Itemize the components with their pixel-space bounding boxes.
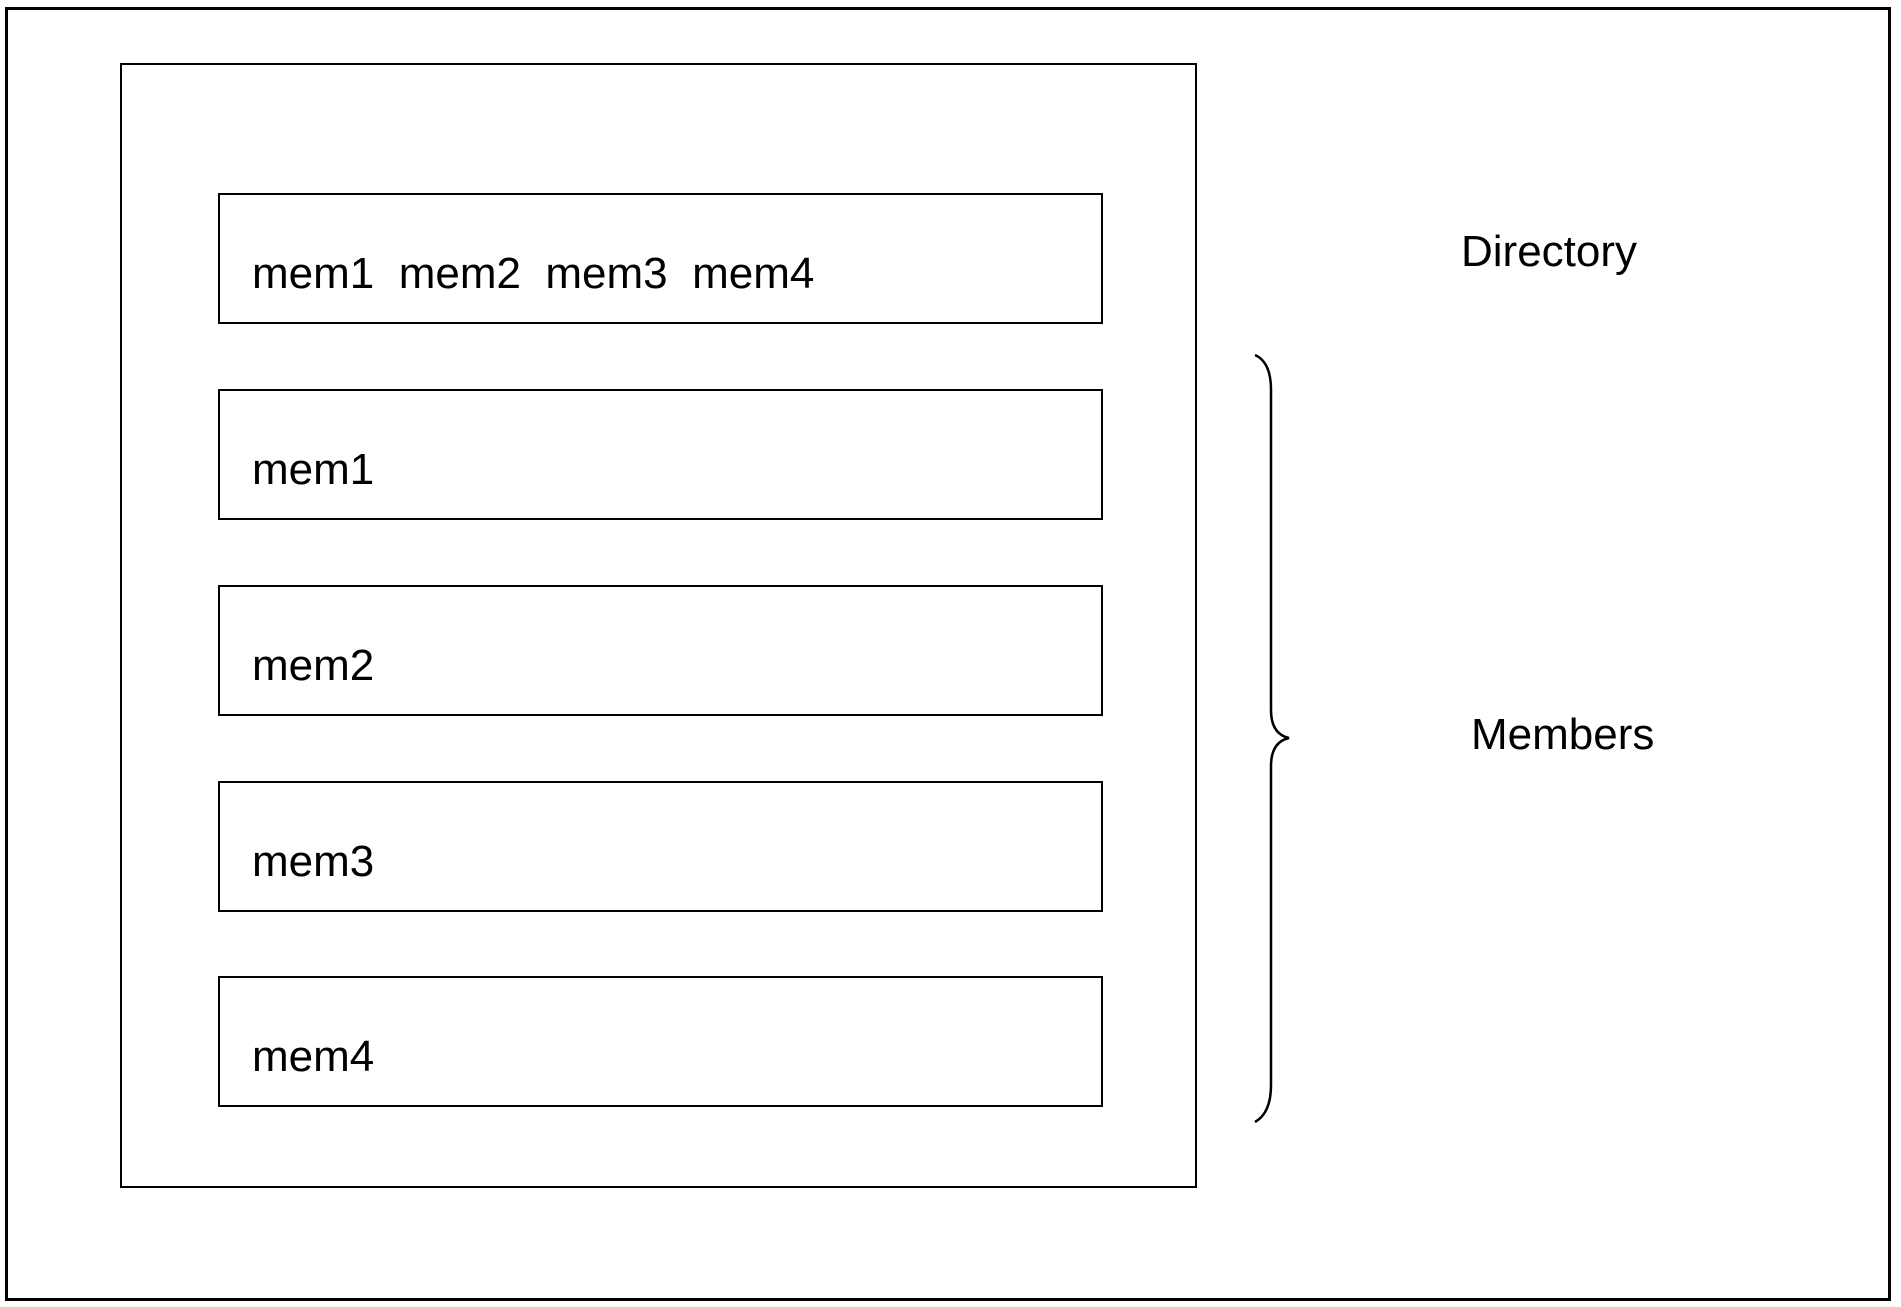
member-box-label: mem2 (252, 641, 375, 690)
directory-annotation: Directory (1461, 227, 1638, 276)
directory-box: mem1 mem2 mem3 mem4 (218, 193, 1103, 324)
member-box-4: mem4 (218, 976, 1103, 1107)
member-box-1: mem1 (218, 389, 1103, 520)
member-box-3: mem3 (218, 781, 1103, 912)
members-annotation: Members (1471, 710, 1655, 759)
diagram-frame (5, 7, 1891, 1301)
library-container (120, 63, 1197, 1188)
member-box-2: mem2 (218, 585, 1103, 716)
directory-box-label: mem1 mem2 mem3 mem4 (252, 249, 815, 298)
members-brace-icon (1254, 353, 1290, 1124)
member-box-label: mem3 (252, 837, 375, 886)
member-box-label: mem1 (252, 445, 375, 494)
member-box-label: mem4 (252, 1032, 375, 1081)
